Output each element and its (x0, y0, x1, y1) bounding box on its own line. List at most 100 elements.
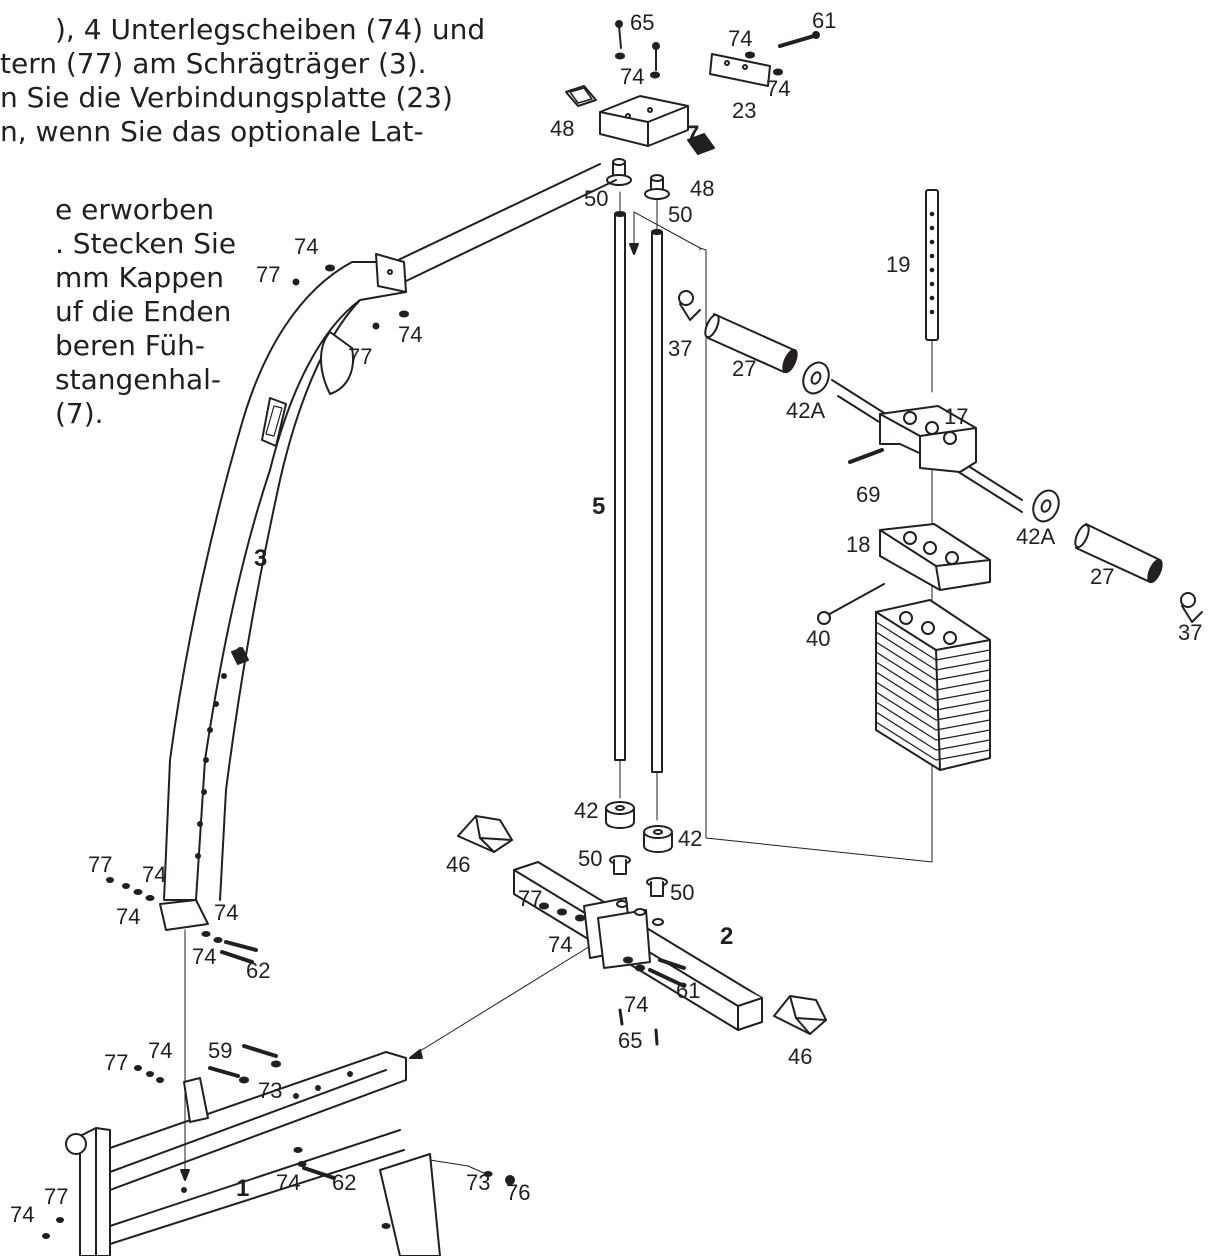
part-label: 17 (944, 404, 968, 429)
slanted-support (159, 253, 407, 931)
instruction-text: ), 4 Unterlegscheiben (74) und tern (77)… (0, 0, 500, 520)
selector-pin (817, 583, 885, 625)
part-label: 74 (10, 1202, 34, 1227)
part-label: 5 (592, 493, 605, 520)
part-label: 50 (668, 202, 692, 227)
part-label: 18 (846, 532, 870, 557)
part-label: 74 (116, 904, 140, 929)
part-label: 46 (446, 852, 470, 877)
instruction-line: (7). (55, 397, 104, 430)
part-label: 65 (630, 10, 654, 35)
part-label: 62 (246, 958, 270, 983)
spacer (643, 825, 673, 853)
sleeve (1074, 523, 1163, 584)
part-label: 69 (856, 482, 880, 507)
weight-stack (875, 599, 991, 771)
instruction-line: e erworben (55, 193, 215, 226)
bushing (646, 877, 668, 897)
assembly-lines (184, 191, 933, 1176)
part-label: 37 (668, 336, 692, 361)
part-label: 74 (148, 1038, 172, 1063)
part-label: 74 (276, 1170, 300, 1195)
part-label: 42A (786, 398, 825, 423)
instruction-line: n, wenn Sie das optionale Lat- (0, 115, 424, 148)
part-label: 42 (678, 826, 702, 851)
instruction-line: mm Kappen (55, 261, 224, 294)
guide-rod (614, 211, 626, 761)
part-label: 74 (766, 76, 790, 101)
part-label: 3 (254, 545, 267, 572)
part-label: 74 (294, 234, 318, 259)
fasteners (539, 902, 686, 1046)
top-beam (393, 163, 617, 283)
part-label: 74 (142, 862, 166, 887)
part-label: 74 (624, 992, 648, 1017)
sleeve (704, 313, 798, 374)
instruction-line: beren Füh- (55, 329, 205, 362)
instruction-line: uf die Enden (55, 295, 232, 328)
selector-rod (925, 189, 939, 341)
part-label: 48 (690, 176, 714, 201)
part-label: 76 (506, 1180, 530, 1205)
part-label: 37 (1178, 620, 1202, 645)
instruction-line: ), 4 Unterlegscheiben (74) und (55, 13, 486, 46)
bolt (615, 20, 660, 79)
fasteners (292, 264, 409, 330)
part-label: 74 (548, 932, 572, 957)
end-cap (687, 133, 715, 155)
bushing (644, 174, 670, 200)
part-label: 73 (466, 1170, 490, 1195)
part-label: 65 (618, 1028, 642, 1053)
part-label: 2 (720, 923, 733, 950)
instruction-line: . Stecken Sie (55, 227, 237, 260)
spring-clip (1180, 592, 1203, 623)
part-label: 27 (1090, 564, 1114, 589)
connection-plate (709, 53, 771, 87)
part-label: 40 (806, 626, 830, 651)
part-label: 74 (620, 64, 644, 89)
end-cap (565, 85, 597, 107)
part-label: 46 (788, 1044, 812, 1069)
part-label: 74 (214, 900, 238, 925)
rubber-foot (457, 815, 513, 853)
part-label: 77 (348, 344, 372, 369)
part-label: 23 (732, 98, 756, 123)
part-label: 42 (574, 798, 598, 823)
guide-rod-holder (599, 95, 689, 147)
part-label: 7 (686, 121, 699, 148)
part-label: 27 (732, 356, 756, 381)
weight-plate (879, 523, 991, 591)
fasteners (42, 1044, 515, 1239)
spacer (1032, 489, 1060, 523)
instruction-line: tern (77) am Schrägträger (3). (0, 47, 427, 80)
part-label: 19 (886, 252, 910, 277)
part-label: 73 (258, 1078, 282, 1103)
spacer (802, 361, 830, 395)
part-label: 50 (584, 186, 608, 211)
spacer (605, 801, 635, 829)
part-label: 1 (236, 1175, 249, 1202)
part-label: 74 (728, 26, 752, 51)
main-frame (65, 1051, 441, 1256)
part-label: 77 (44, 1184, 68, 1209)
instruction-line: stangenhal- (55, 363, 222, 396)
part-label: 50 (670, 880, 694, 905)
bushing (606, 158, 632, 186)
part-label: 77 (88, 852, 112, 877)
bushing (609, 855, 631, 875)
spring-clip (678, 290, 701, 321)
fasteners (106, 877, 258, 964)
part-label: 62 (332, 1170, 356, 1195)
part-label: 50 (578, 846, 602, 871)
part-label: 77 (256, 262, 280, 287)
part-label: 61 (676, 978, 700, 1003)
part-label: 42A (1016, 524, 1055, 549)
top-plate-assembly (831, 379, 1023, 513)
part-labels: 65 74 74 61 74 48 23 7 48 50 50 74 77 74… (10, 8, 1202, 1227)
part-label: 77 (104, 1050, 128, 1075)
part-label: 61 (812, 8, 836, 33)
guide-rod (651, 229, 663, 773)
part-label: 77 (518, 886, 542, 911)
part-label: 74 (192, 944, 216, 969)
